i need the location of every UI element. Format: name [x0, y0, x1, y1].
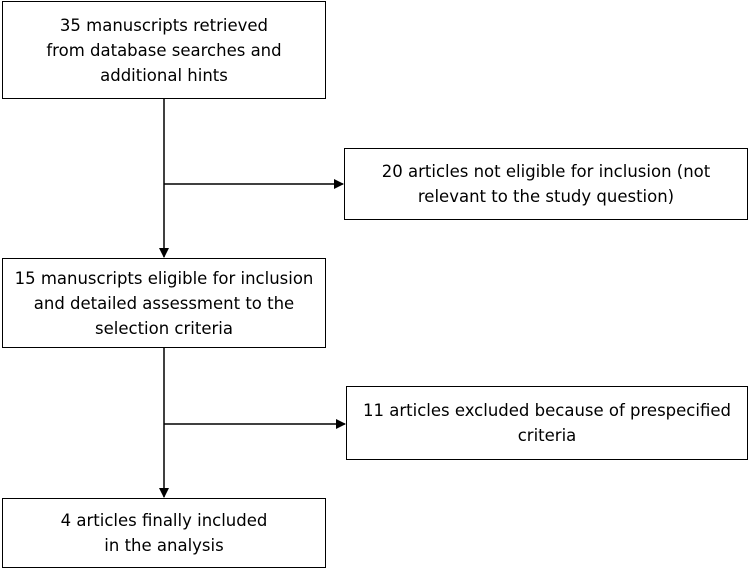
box-manuscripts-retrieved-text: 35 manuscripts retrieved from database s…: [46, 15, 282, 85]
box-manuscripts-eligible: 15 manuscripts eligible for inclusion an…: [2, 258, 326, 348]
box-articles-not-eligible-text: 20 articles not eligible for inclusion (…: [381, 162, 711, 206]
box-articles-finally-included-text: 4 articles finally included in the analy…: [60, 511, 268, 555]
box-articles-excluded-prespecified: 11 articles excluded because of prespeci…: [346, 386, 748, 460]
box-articles-not-eligible: 20 articles not eligible for inclusion (…: [344, 148, 748, 220]
box-articles-finally-included: 4 articles finally included in the analy…: [2, 498, 326, 568]
box-articles-excluded-prespecified-text: 11 articles excluded because of prespeci…: [363, 401, 731, 445]
box-manuscripts-eligible-text: 15 manuscripts eligible for inclusion an…: [14, 268, 314, 338]
box-manuscripts-retrieved: 35 manuscripts retrieved from database s…: [2, 1, 326, 99]
